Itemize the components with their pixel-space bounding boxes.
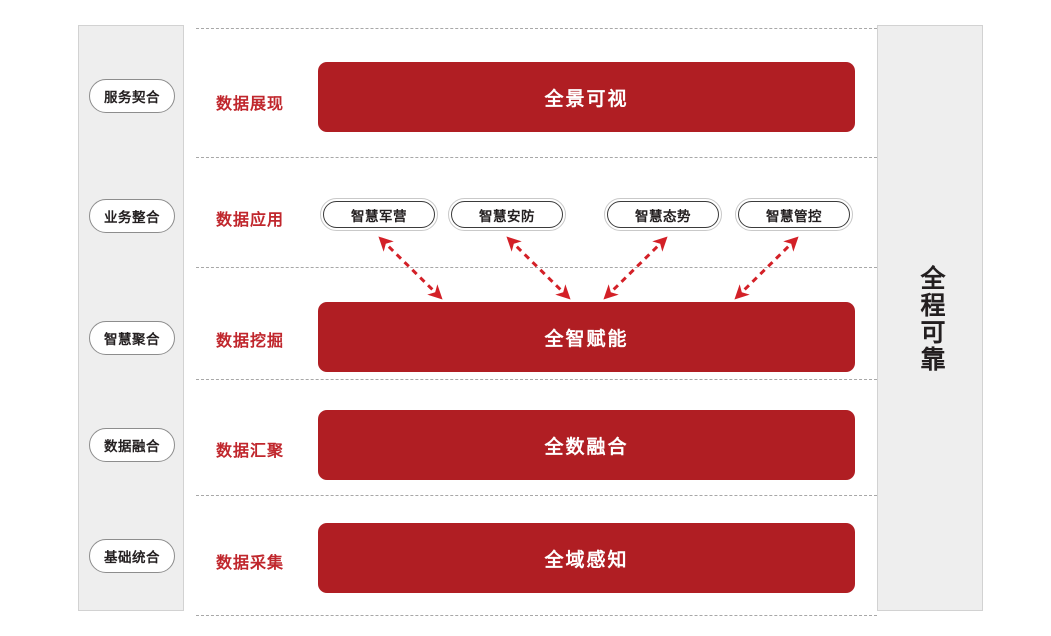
stage-pill-1[interactable]: 服务契合 [89,79,175,113]
capability-bar-3[interactable]: 全智赋能 [318,302,855,372]
reliability-column: 全程可靠 [877,25,983,611]
row-separator [196,28,877,29]
capability-bar-1[interactable]: 全景可视 [318,62,855,132]
integration-stage-column: 服务契合业务整合智慧聚合数据融合基础统合 [78,25,184,611]
stage-pill-2[interactable]: 业务整合 [89,199,175,233]
stage-pill-label: 数据融合 [104,439,160,455]
capability-bar-label: 全数融合 [544,435,629,458]
stage-pill-label: 业务整合 [104,210,160,226]
bidirectional-arrow-2 [506,236,571,300]
row-separator [196,157,877,158]
stage-pill-4[interactable]: 数据融合 [89,428,175,462]
capability-bar-4[interactable]: 全数融合 [318,410,855,480]
capability-bar-label: 全域感知 [544,548,629,571]
bidirectional-arrow-3 [603,236,668,300]
bidirectional-arrow-1 [378,236,443,300]
application-pill-inner: 智慧态势 [607,201,719,228]
row-separator [196,379,877,380]
stage-pill-3[interactable]: 智慧聚合 [89,321,175,355]
application-pill-label: 智慧态势 [635,208,691,225]
capability-bar-label: 全景可视 [544,87,629,110]
bidirectional-arrow-4 [734,236,799,300]
row-label-2: 数据应用 [216,210,285,229]
application-pill-inner: 智慧管控 [738,201,850,228]
row-label-5: 数据采集 [216,553,285,572]
row-label-1: 数据展现 [216,94,285,113]
capability-bar-5[interactable]: 全域感知 [318,523,855,593]
application-pill-2[interactable]: 智慧安防 [448,198,566,231]
application-pill-3[interactable]: 智慧态势 [604,198,722,231]
application-pill-inner: 智慧安防 [451,201,563,228]
application-pill-label: 智慧管控 [766,208,822,225]
row-label-4: 数据汇聚 [216,441,285,460]
stage-pill-label: 智慧聚合 [104,332,160,348]
reliability-caption: 全程可靠 [878,26,984,612]
capability-bar-label: 全智赋能 [544,327,629,350]
application-pill-label: 智慧安防 [479,208,535,225]
reliability-caption-text: 全程可靠 [917,265,946,373]
application-pill-4[interactable]: 智慧管控 [735,198,853,231]
application-pill-inner: 智慧军营 [323,201,435,228]
application-pill-label: 智慧军营 [351,208,407,225]
application-pill-1[interactable]: 智慧军营 [320,198,438,231]
stage-pill-5[interactable]: 基础统合 [89,539,175,573]
row-separator [196,615,877,616]
row-label-3: 数据挖掘 [216,331,285,350]
row-separator [196,495,877,496]
stage-pill-label: 服务契合 [104,90,160,106]
stage-pill-label: 基础统合 [104,550,160,566]
row-separator [196,267,877,268]
